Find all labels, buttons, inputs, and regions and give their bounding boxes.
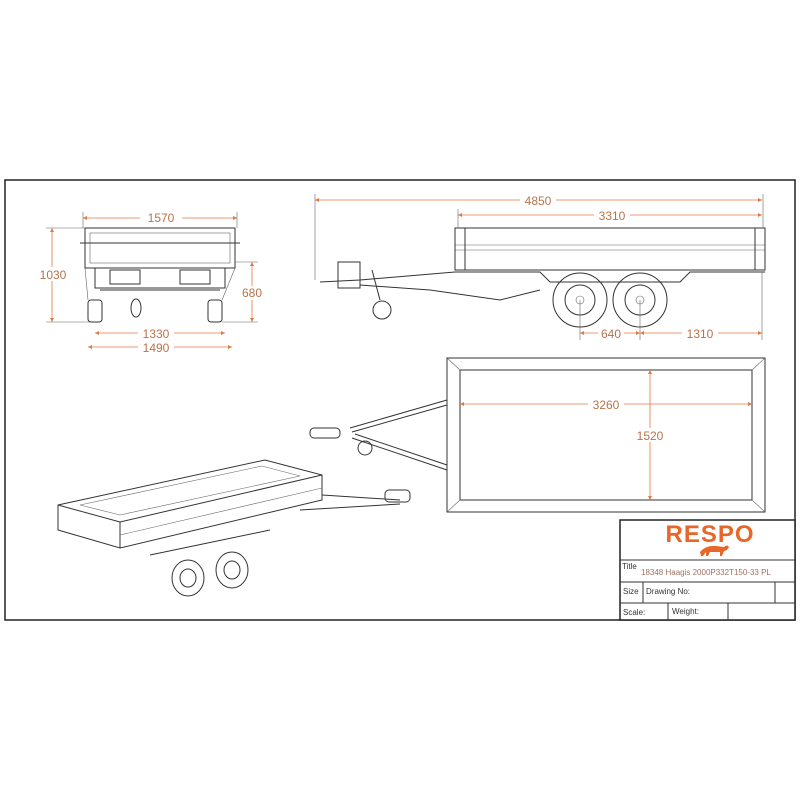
title-label: Title [622, 562, 637, 571]
drawing-frame [4, 179, 796, 621]
dim-1030: 1030 [40, 268, 67, 282]
dim-1310: 1310 [687, 327, 714, 341]
dim-640: 640 [601, 327, 621, 341]
dim-1520: 1520 [637, 429, 664, 443]
dim-1330: 1330 [143, 327, 170, 341]
dim-3260: 3260 [593, 398, 620, 412]
dim-680: 680 [242, 286, 262, 300]
size-label: Size [623, 587, 639, 596]
brand-logo: RESPO [665, 521, 754, 548]
title-value: 18348 Haagis 2000P332T150-33 PL [641, 568, 771, 577]
bull-logo-icon [700, 545, 729, 556]
drawing-no-label: Drawing No: [646, 587, 690, 596]
top-view [309, 357, 766, 513]
side-view [319, 227, 766, 328]
dim-4850: 4850 [525, 194, 552, 208]
top-view-dimensions: 3260 1520 [460, 370, 752, 500]
scale-label: Scale: [623, 608, 645, 617]
front-view-dimensions: 1570 1030 680 1330 1490 [38, 210, 266, 355]
dim-1490: 1490 [143, 341, 170, 355]
front-view [80, 227, 240, 323]
weight-label: Weight: [672, 607, 699, 616]
dim-3310: 3310 [599, 209, 626, 223]
dim-1570: 1570 [148, 211, 175, 225]
title-block: RESPO Title 18348 Haagis 2000P332T150-33… [619, 519, 796, 621]
isometric-view [57, 459, 411, 597]
side-view-dimensions: 4850 3310 640 1310 [314, 193, 764, 341]
